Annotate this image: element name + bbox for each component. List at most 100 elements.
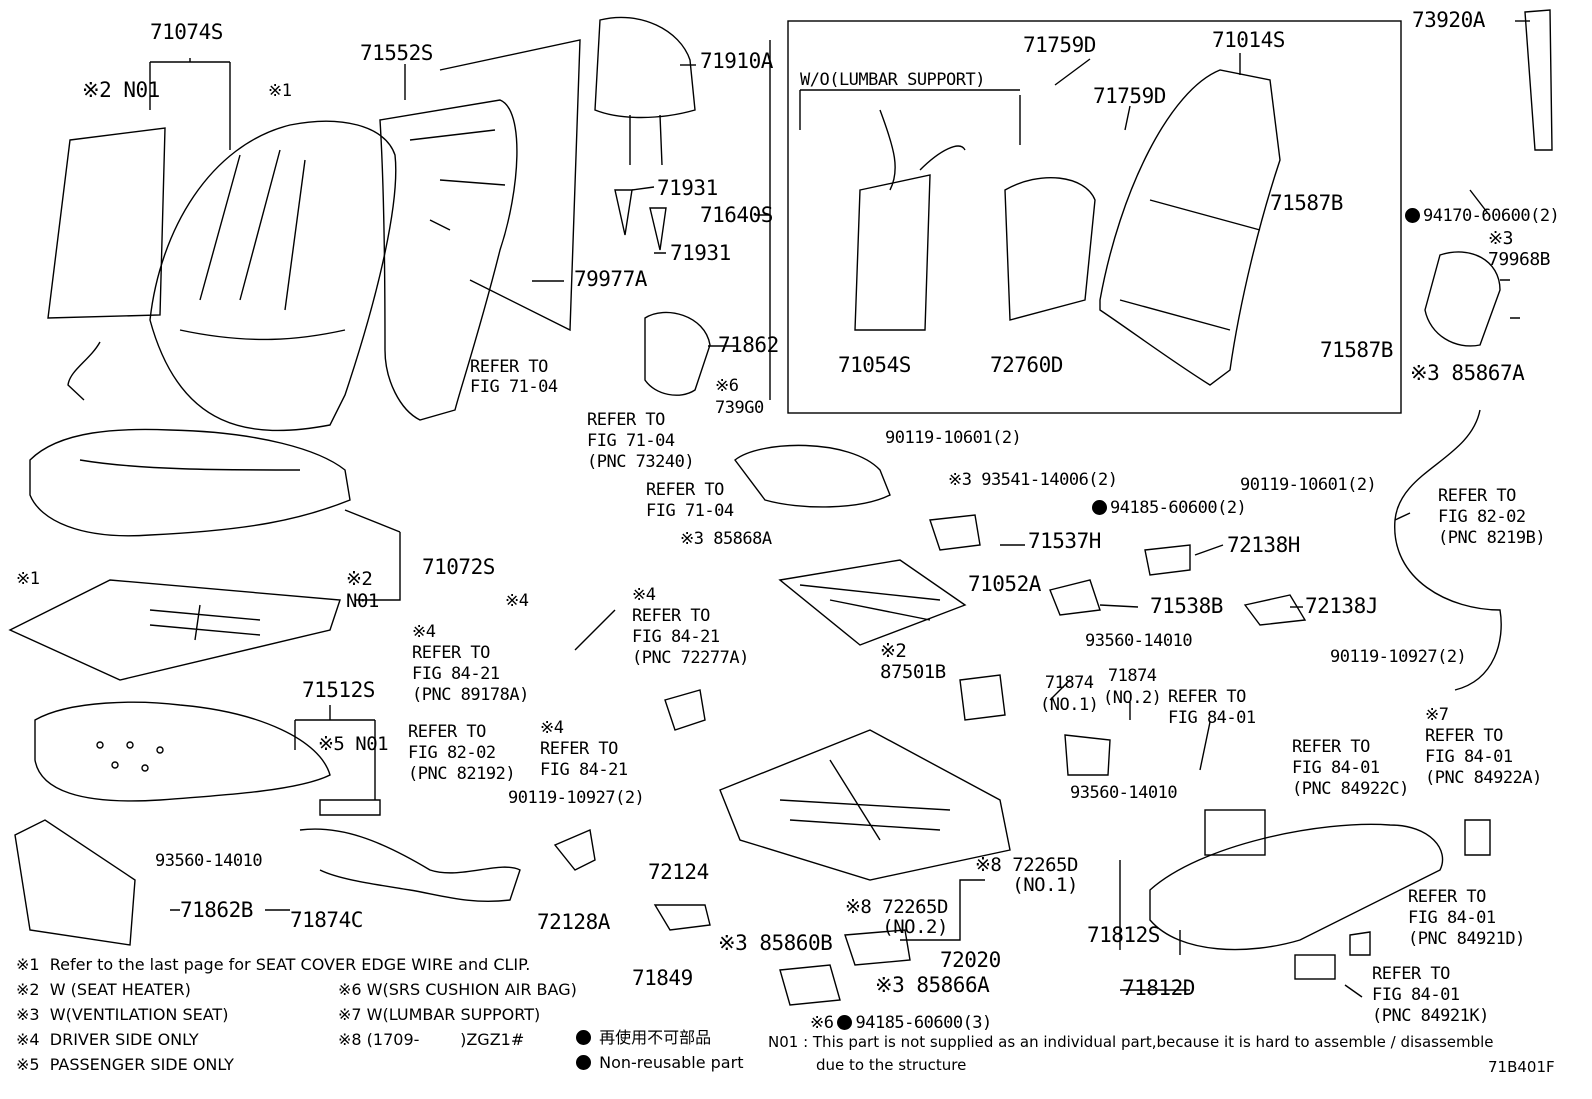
part-71931-a: 71931 <box>657 176 718 200</box>
part-94170-60600-label: 94170-60600(2) <box>1423 206 1560 226</box>
refer-fig-82-02-a: REFER TO FIG 82-02 (PNC 8219B) <box>1438 486 1546 548</box>
part-71074S: 71074S <box>150 20 223 44</box>
part-71874C: 71874C <box>290 908 363 932</box>
part-94185-60600-a-label: 94185-60600(2) <box>1110 498 1247 518</box>
n01-note-line-1: N01 : This part is not supplied as an in… <box>768 1033 1494 1051</box>
part-71759D-b: 71759D <box>1093 84 1166 108</box>
part-94185-60600-a: 94185-60600(2) <box>1092 498 1247 518</box>
part-71587B-a: 71587B <box>1270 191 1343 215</box>
lumbar-support-plate <box>854 174 931 331</box>
refer-fig-84-21-a: ※4 REFER TO FIG 84-21 (PNC 89178A) <box>412 622 529 705</box>
part-71014S: 71014S <box>1212 28 1285 52</box>
part-87501B: ※2 87501B <box>880 640 946 683</box>
non-reusable-dot <box>1405 208 1420 223</box>
note-ref-4: ※4 <box>505 591 529 611</box>
part-71052A: 71052A <box>968 572 1041 596</box>
n01-cushion: ※2 N01 <box>346 568 379 612</box>
part-71054S: 71054S <box>838 353 911 377</box>
part-72265D-no1: ※8 72265D (NO.1) <box>975 854 1078 896</box>
part-85868A: ※3 85868A <box>680 529 772 549</box>
seatback-pad <box>379 99 518 421</box>
side-cover-71862 <box>644 311 711 396</box>
cushion-airbag <box>734 444 891 508</box>
part-94170-60600: 94170-60600(2) <box>1405 206 1560 226</box>
part-71862: 71862 <box>718 333 779 357</box>
footnote-8: ※8 (1709- )ZGZ1# <box>338 1030 525 1049</box>
part-85867A: ※3 85867A <box>1410 361 1525 385</box>
refer-fig-84-21-c: ※4 REFER TO FIG 84-21 <box>540 718 628 780</box>
seatback-cover <box>149 120 397 432</box>
part-71862B: 71862B <box>180 898 253 922</box>
part-73920A: 73920A <box>1412 8 1485 32</box>
lumbar-switch-84922A <box>1464 819 1491 856</box>
part-93541-14006: ※3 93541-14006(2) <box>948 470 1118 490</box>
part-71552S: 71552S <box>360 41 433 65</box>
refer-fig-84-01-d: REFER TO FIG 84-01 (PNC 84921D) <box>1408 887 1525 949</box>
part-72265D-no2: ※8 72265D (NO.2) <box>845 896 948 938</box>
footnote-2: ※2 W (SEAT HEATER) <box>16 980 191 999</box>
refer-fig-84-21-b: ※4 REFER TO FIG 84-21 (PNC 72277A) <box>632 585 749 668</box>
part-71812D: 71812D <box>1122 976 1195 1000</box>
part-71849: 71849 <box>632 966 693 990</box>
part-85860B: ※3 85860B <box>718 931 833 955</box>
part-72760D: 72760D <box>990 353 1063 377</box>
part-79968B: ※3 79968B <box>1488 228 1551 270</box>
back-side-panel <box>1524 9 1553 151</box>
seatback-frame <box>1099 69 1281 386</box>
seat-switch-84921K <box>1294 954 1336 980</box>
back-board <box>439 39 581 332</box>
part-72128A: 72128A <box>537 910 610 934</box>
part-71812S: 71812S <box>1087 923 1160 947</box>
seat-switch-84922C <box>1204 809 1266 856</box>
figure-code: 71B401F <box>1488 1058 1555 1076</box>
part-71910A: 71910A <box>700 49 773 73</box>
lumbar-group-box <box>787 20 1402 414</box>
non-reusable-dot <box>576 1030 591 1045</box>
part-93560-14010-b: 93560-14010 <box>1070 783 1178 803</box>
part-71537H: 71537H <box>1028 529 1101 553</box>
lumbar-motor <box>1004 177 1096 321</box>
part-93560-14010-c: 93560-14010 <box>155 851 263 871</box>
part-90119-10601-b: 90119-10601(2) <box>1240 475 1377 495</box>
part-93560-14010-a: 93560-14010 <box>1085 631 1193 651</box>
cushion-pad <box>34 701 331 802</box>
footnote-5: ※5 PASSENGER SIDE ONLY <box>16 1055 234 1074</box>
seatback-heater-pad <box>47 127 166 319</box>
part-739G0: ※6 739G0 <box>715 376 764 418</box>
footnote-7: ※7 W(LUMBAR SUPPORT) <box>338 1005 541 1024</box>
refer-fig-82-02-b: REFER TO FIG 82-02 (PNC 82192) <box>408 722 516 784</box>
part-94185-60600-b: ※6 94185-60600(3) <box>810 1015 992 1032</box>
note-ref-1-b: ※1 <box>16 569 40 589</box>
part-72020: 72020 <box>940 948 1001 972</box>
recliner-cover <box>1424 251 1501 347</box>
refer-fig-84-01-e: REFER TO FIG 84-01 (PNC 84921K) <box>1372 964 1489 1026</box>
lower-shield-left <box>14 819 136 946</box>
part-85866A: ※3 85866A <box>875 973 990 997</box>
footnote-6: ※6 W(SRS CUSHION AIR BAG) <box>338 980 577 999</box>
part-94185-60600-b-prefix: ※6 <box>810 1013 834 1033</box>
refer-fig-71-04-a: REFER TO FIG 71-04 <box>470 357 558 397</box>
legend-non-reusable-jp-label: 再使用不可部品 <box>599 1028 712 1047</box>
part-90119-10927-b: 90119-10927(2) <box>508 788 645 808</box>
refer-fig-84-01-b: REFER TO FIG 84-01 (PNC 84922C) <box>1292 737 1409 799</box>
part-72138H: 72138H <box>1227 533 1300 557</box>
harness-left <box>299 828 521 903</box>
part-72138J: 72138J <box>1305 594 1378 618</box>
refer-fig-84-01-c: ※7 REFER TO FIG 84-01 (PNC 84922A) <box>1425 705 1542 788</box>
part-94185-60600-b-label: 94185-60600(3) <box>855 1013 992 1033</box>
part-71759D-a: 71759D <box>1023 33 1096 57</box>
legend-non-reusable-jp: 再使用不可部品 <box>576 1030 711 1046</box>
headrest <box>594 16 696 119</box>
non-reusable-dot <box>576 1055 591 1070</box>
footnote-1: ※1 Refer to the last page for SEAT COVER… <box>16 955 531 974</box>
non-reusable-dot <box>1092 500 1107 515</box>
part-71538B: 71538B <box>1150 594 1223 618</box>
n01-seatback: ※2 N01 <box>82 78 160 102</box>
part-71072S: 71072S <box>422 555 495 579</box>
part-71874-no1: 71874 (NO.1) <box>1040 673 1099 715</box>
footnote-3: ※3 W(VENTILATION SEAT) <box>16 1005 229 1024</box>
side-shield-right <box>1149 823 1444 951</box>
cushion-heater-pad <box>8 579 341 681</box>
legend-non-reusable-en-label: Non-reusable part <box>599 1053 744 1072</box>
